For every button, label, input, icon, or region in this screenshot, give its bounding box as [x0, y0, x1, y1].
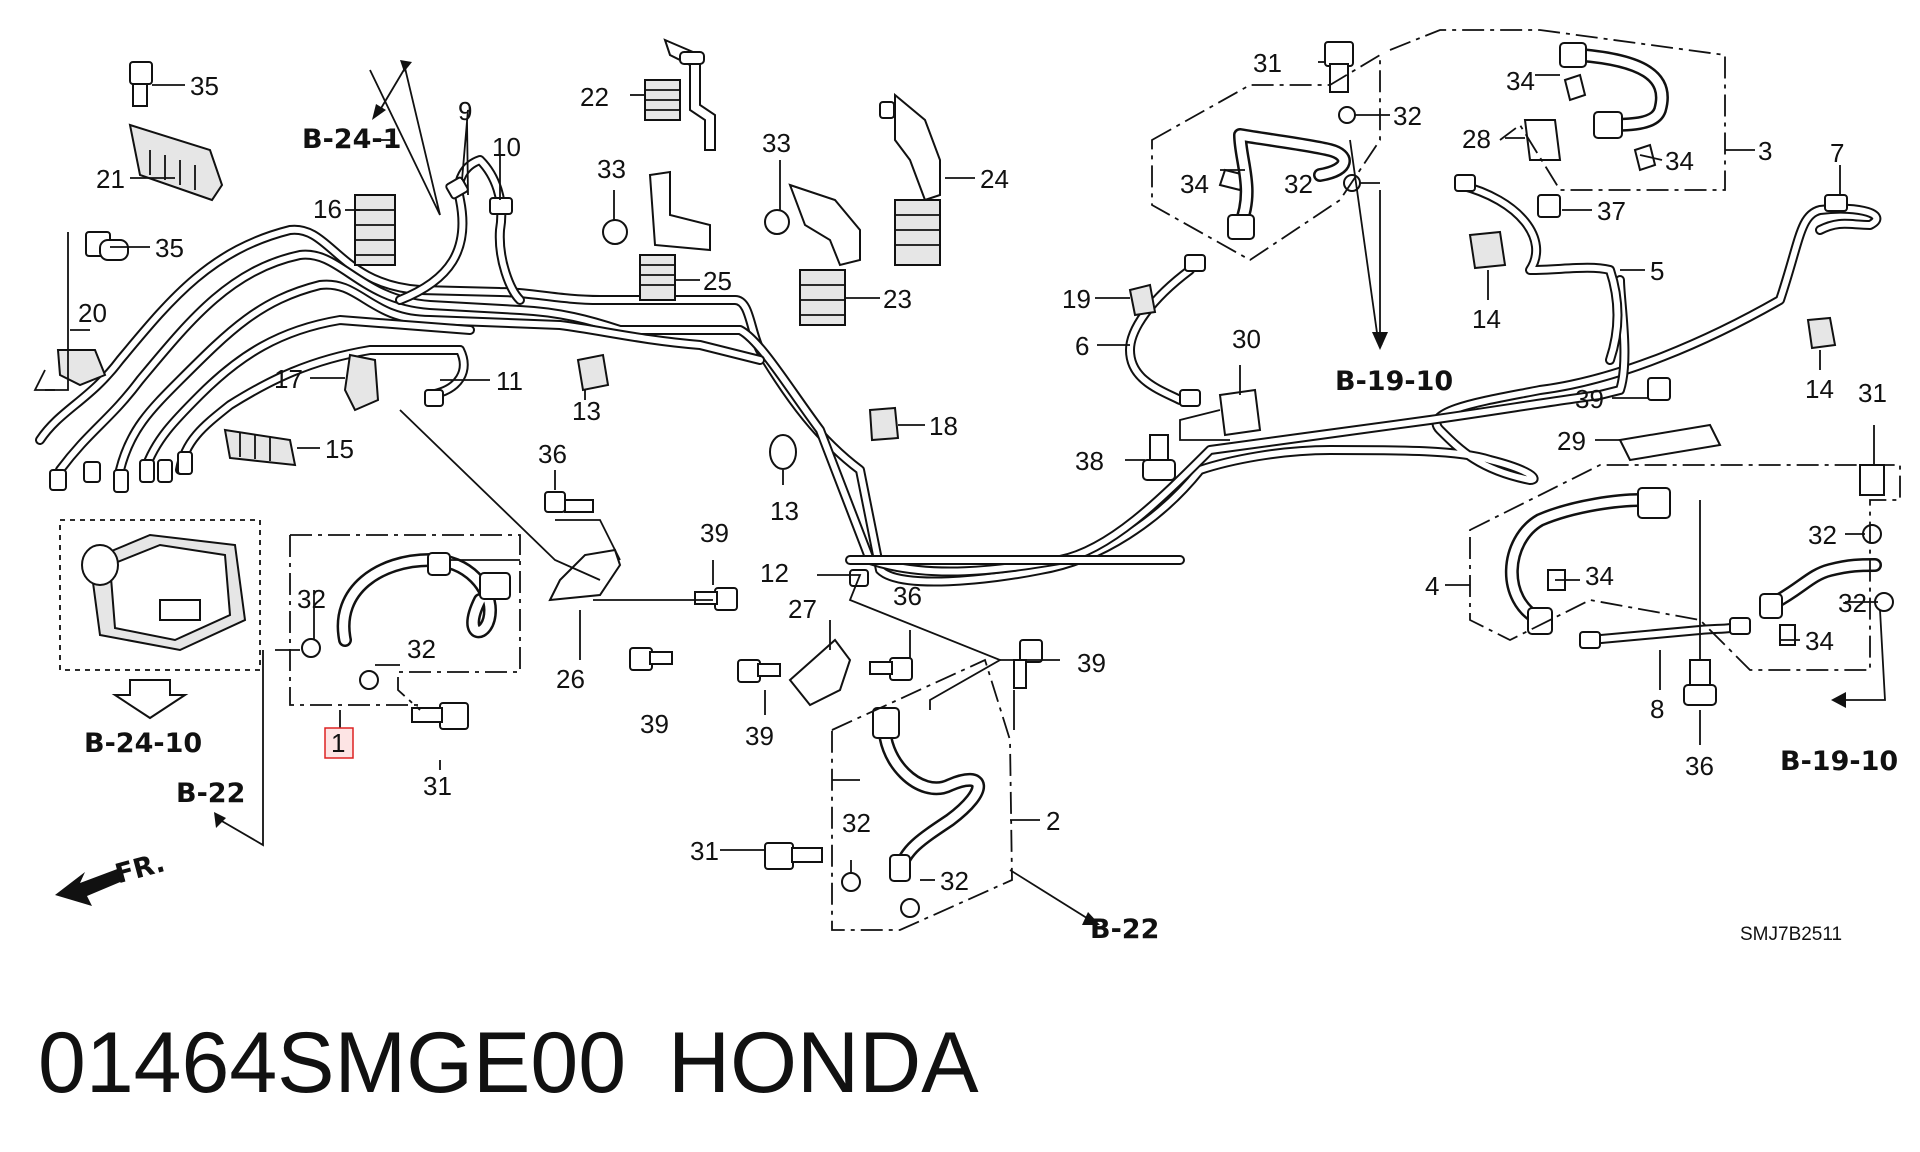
- callout-7: 7: [1830, 138, 1844, 168]
- callout-35b: 35: [155, 233, 184, 263]
- callout-32e: 32: [1393, 101, 1422, 131]
- leader-lines: [45, 61, 1886, 921]
- callout-31d: 31: [1858, 378, 1887, 408]
- callout-32f: 32: [1284, 169, 1313, 199]
- callout-33a: 33: [597, 154, 626, 184]
- callout-labels: 35 21 35 20 9 10 16 22 33 25 33 24 23 17…: [78, 48, 1887, 896]
- callout-22: 22: [580, 82, 609, 112]
- callout-36a: 36: [538, 439, 567, 469]
- callout-18: 18: [929, 411, 958, 441]
- callout-32d: 32: [940, 866, 969, 896]
- callout-33b: 33: [762, 128, 791, 158]
- ref-b-24-1: B-24-1: [302, 124, 401, 155]
- flex-hoses: [336, 42, 1882, 882]
- callout-36b: 36: [893, 581, 922, 611]
- callout-26: 26: [556, 664, 585, 694]
- callout-32b: 32: [407, 634, 436, 664]
- callout-34e: 34: [1805, 626, 1834, 656]
- callout-8: 8: [1650, 694, 1664, 724]
- ref-b-19-10-top: B-19-10: [1335, 366, 1453, 397]
- callout-39c: 39: [745, 721, 774, 751]
- callout-14a: 14: [1472, 304, 1501, 334]
- ref-b-24-10: B-24-10: [84, 728, 202, 759]
- callout-14b: 14: [1805, 374, 1834, 404]
- highlight-box-part-1: [324, 727, 354, 759]
- brake-pipe-bundle: [35, 155, 1882, 645]
- assembly-outlines: [289, 29, 1901, 931]
- callout-11: 11: [496, 366, 523, 396]
- callout-27: 27: [788, 594, 817, 624]
- ref-b-22-bottom: B-22: [1090, 914, 1159, 945]
- callout-23: 23: [883, 284, 912, 314]
- diagram-code: SMJ7B2511: [1740, 924, 1842, 945]
- callout-39b: 39: [640, 709, 669, 739]
- callout-34c: 34: [1665, 146, 1694, 176]
- callout-20: 20: [78, 298, 107, 328]
- callout-34a: 34: [1180, 169, 1209, 199]
- callout-9: 9: [458, 96, 472, 126]
- callout-13a: 13: [572, 396, 601, 426]
- callout-21: 21: [96, 164, 125, 194]
- callout-24: 24: [980, 164, 1009, 194]
- callout-31b: 31: [690, 836, 719, 866]
- callout-4: 4: [1425, 571, 1439, 601]
- brand-name: HONDA: [668, 1015, 979, 1111]
- callout-32a: 32: [297, 584, 326, 614]
- callout-29: 29: [1557, 426, 1586, 456]
- callout-39a: 39: [700, 518, 729, 548]
- pipe-clamps: [33, 38, 1894, 918]
- callout-3: 3: [1758, 136, 1772, 166]
- ref-b-19-10-right: B-19-10: [1780, 746, 1898, 777]
- ref-b-22-left: B-22: [176, 778, 245, 809]
- callout-32h: 32: [1838, 588, 1867, 618]
- callout-15: 15: [325, 434, 354, 464]
- callout-38: 38: [1075, 446, 1104, 476]
- callout-37: 37: [1597, 196, 1626, 226]
- callout-5: 5: [1650, 256, 1664, 286]
- callout-36c: 36: [1685, 751, 1714, 781]
- callout-17: 17: [274, 364, 303, 394]
- pipe-fittings: [49, 174, 1848, 649]
- callout-35a: 35: [190, 71, 219, 101]
- callout-34d: 34: [1585, 561, 1614, 591]
- front-direction-label: FR.: [112, 847, 168, 890]
- callout-34b: 34: [1506, 66, 1535, 96]
- callout-32g: 32: [1808, 520, 1837, 550]
- callout-31c: 31: [1253, 48, 1282, 78]
- reference-labels: B-24-1 B-24-10 B-22 B-22 B-19-10 B-19-10: [84, 124, 1898, 945]
- callout-19: 19: [1062, 284, 1091, 314]
- part-number: 01464SMGE00: [38, 1015, 626, 1111]
- callout-2: 2: [1046, 806, 1060, 836]
- callout-31a: 31: [423, 771, 452, 801]
- callout-28: 28: [1462, 124, 1491, 154]
- callout-12: 12: [760, 558, 789, 588]
- callout-25: 25: [703, 266, 732, 296]
- callout-30: 30: [1232, 324, 1261, 354]
- callout-39d: 39: [1077, 648, 1106, 678]
- callout-1: 1: [331, 728, 345, 758]
- callout-13b: 13: [770, 496, 799, 526]
- callout-16: 16: [313, 194, 342, 224]
- callout-6: 6: [1075, 331, 1089, 361]
- callout-39e: 39: [1575, 384, 1604, 414]
- callout-10: 10: [492, 132, 521, 162]
- callout-32c: 32: [842, 808, 871, 838]
- abs-modulator-unit: [59, 519, 261, 720]
- reference-arrows: [55, 60, 1846, 925]
